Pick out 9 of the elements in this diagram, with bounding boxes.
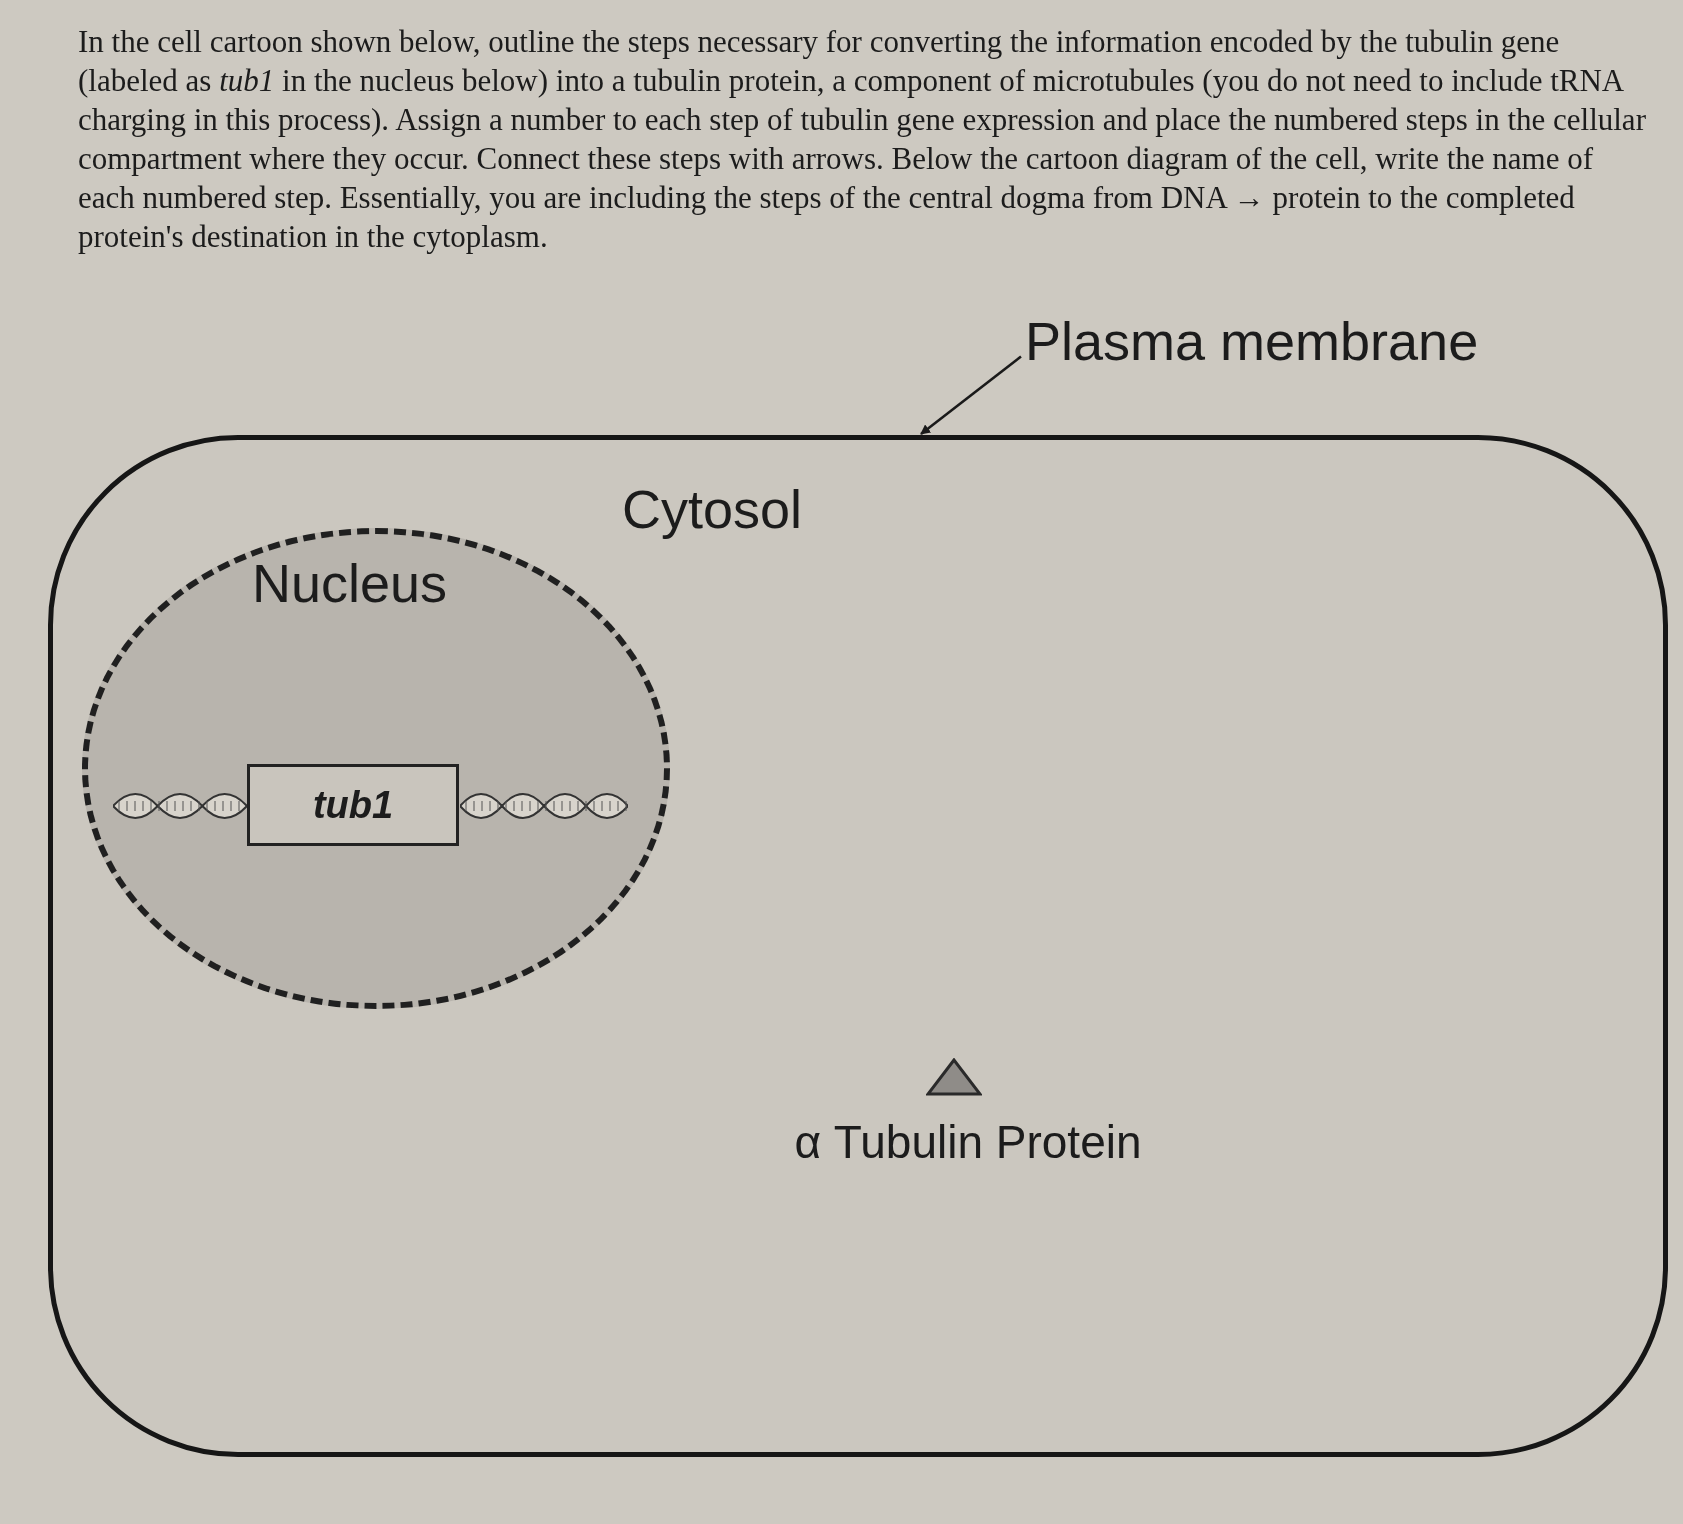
- triangle-marker: [926, 1058, 982, 1096]
- instruction-paragraph: In the cell cartoon shown below, outline the steps necessary for converting the information encoded by the tubulin gene (labeled as tub1 in the nucleus below) into a tubulin protein, a component of microtubules (you do not need to include tRNA charging in this process). Assign a number to each step of tubulin gene expression and place the numbered steps in the cellular compartment where they occur. Connect these steps with arrows. Below the cartoon diagram of the cell, write the name of each numbered step. Essentially, you are including the steps of the central dogma from DNA → protein to the completed protein's destination in the cytoplasm.: [78, 23, 1647, 256]
- gene-box: tub1: [247, 764, 459, 846]
- membrane-label: Plasma membrane: [1025, 310, 1479, 372]
- compartment-label: Cytosol: [622, 478, 803, 540]
- compartment-label: Nucleus: [252, 552, 448, 614]
- cell-outline: [48, 435, 1668, 1457]
- protein-label: α Tubulin Protein: [793, 1115, 1143, 1170]
- leader-arrow: [920, 355, 1022, 435]
